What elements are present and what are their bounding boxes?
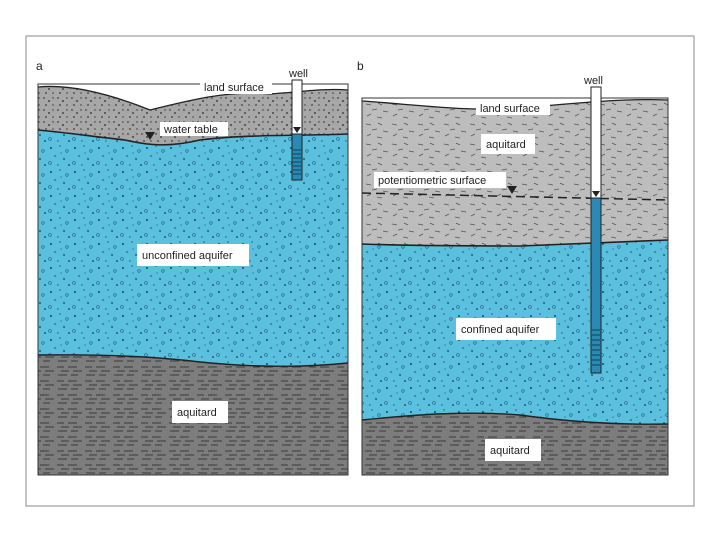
panel-b-border [361,97,669,476]
panel-a-land-surface-label: land surface [204,82,264,94]
panel-a-well-label: well [288,68,308,80]
panel-b-aquitard-bottom-label: aquitard [490,445,530,457]
panel-b-well-label: well [583,75,603,87]
figure-frame [25,35,695,507]
panel-b-aquifer-label: confined aquifer [461,324,540,336]
panel-a-land-surface-line [37,85,349,111]
panel-b-well [590,86,602,374]
panel-a-land-surface-bg [200,80,272,94]
panel-b-aquitard-top-label: aquitard [486,139,526,151]
panel-a-aquifer-label: unconfined aquifer [142,250,233,262]
panel-b-potentiometric-icon [507,186,517,194]
panel-a-aquitard-label: aquitard [177,407,217,419]
panel-b-aquifer-label-bg [456,318,556,340]
panel-b-land-surface-bg [476,101,550,115]
panel-a-aquitard-boundary [37,354,349,367]
panel-b-letter: b [357,59,364,73]
panel-a-well [291,79,303,181]
panel-b-aquitard-bottom-label-bg [485,439,541,461]
panel-b-well-water-level-icon [592,191,600,197]
panel-a-water-table-icon [145,132,155,140]
panel-b-potentiometric-bg [374,172,506,188]
panel-b-aquitard-top-label-bg [481,134,535,154]
panel-b-aquifer-bottom-boundary [361,412,669,425]
panel-b-potentiometric-label: potentiometric surface [378,175,486,187]
panel-b-aquifer-top-boundary [361,239,669,247]
panel-a-water-table-line [37,129,349,146]
panel-b: b well land surface aquitard potenti [357,59,669,476]
panel-b-potentiometric-line [361,192,669,201]
panel-a: a well land surface water table unco [36,59,349,476]
panel-b-land-surface-label: land surface [480,103,540,115]
panel-a-aquitard-label-bg [172,401,228,423]
panel-a-water-table-label: water table [163,124,218,136]
panel-a-well-water-level-icon [293,127,301,133]
panel-a-water-table-bg [160,122,228,136]
panel-a-aquifer-label-bg [137,244,249,266]
panel-a-gravel-layer [38,86,348,145]
panel-a-letter: a [36,59,43,73]
panel-a-border [37,83,349,476]
